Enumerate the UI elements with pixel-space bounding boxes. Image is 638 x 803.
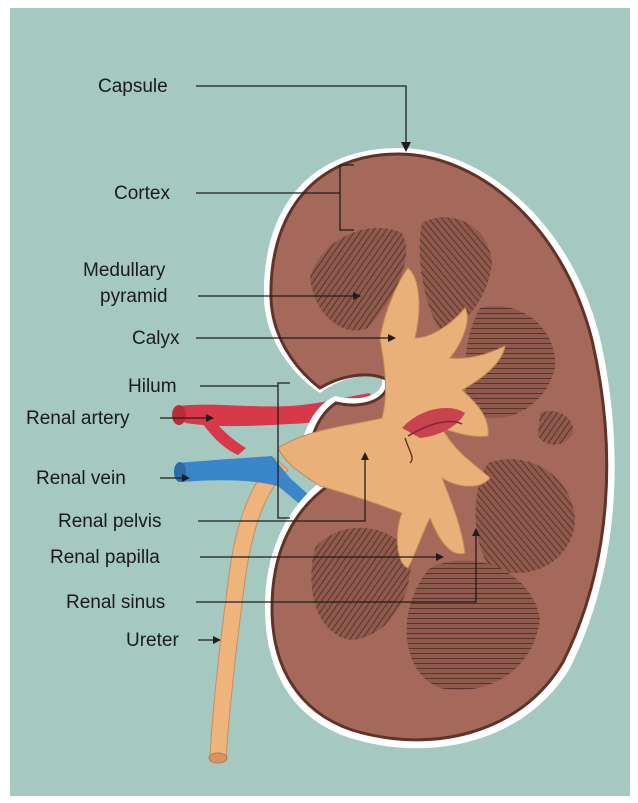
label-hilum: Hilum (128, 376, 177, 397)
kidney-diagram: Capsule Cortex Medullary pyramid Calyx H… (10, 8, 630, 796)
label-renal-sinus: Renal sinus (66, 592, 165, 613)
label-renal-vein: Renal vein (36, 468, 126, 489)
label-cortex: Cortex (114, 183, 170, 204)
ureter-end (209, 753, 227, 763)
kidney-illustration: Capsule Cortex Medullary pyramid Calyx H… (10, 8, 630, 796)
label-renal-artery: Renal artery (26, 408, 130, 429)
renal-artery-end (172, 405, 186, 425)
label-renal-pelvis: Renal pelvis (58, 511, 162, 532)
label-renal-papilla: Renal papilla (50, 547, 160, 568)
label-medullary-line2: pyramid (100, 286, 168, 307)
label-medullary-line1: Medullary (83, 260, 166, 281)
label-capsule: Capsule (98, 76, 168, 97)
label-ureter: Ureter (126, 630, 179, 651)
label-calyx: Calyx (132, 328, 180, 349)
